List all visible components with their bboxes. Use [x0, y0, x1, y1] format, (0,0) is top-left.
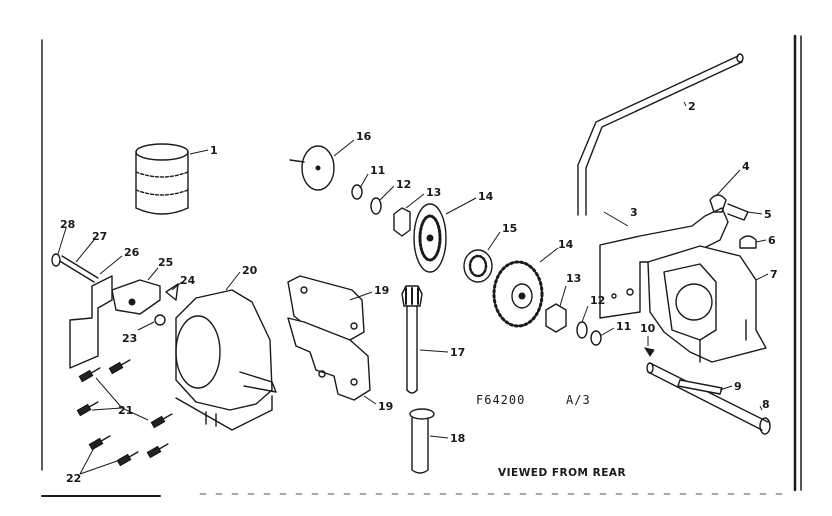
callout-25: 25 — [158, 256, 173, 269]
callout-9: 9 — [734, 380, 742, 393]
callout-27: 27 — [92, 230, 107, 243]
callout-8: 8 — [762, 398, 770, 411]
part-6-knob — [739, 235, 757, 249]
part-7-housing — [647, 245, 767, 363]
callout-22: 22 — [66, 472, 81, 485]
callout-16: 16 — [356, 130, 372, 143]
callout-14-lower: 14 — [558, 238, 574, 251]
part-11-retaining-ring-upper — [351, 184, 363, 200]
part-25-bracket-plate — [111, 279, 161, 315]
callout-15: 15 — [502, 222, 517, 235]
part-21-bolt-group — [76, 359, 173, 429]
callout-19-lower: 19 — [378, 400, 393, 413]
callout-26: 26 — [124, 246, 140, 259]
part-19-gasket-lower — [287, 317, 371, 401]
callout-12-upper: 12 — [396, 178, 411, 191]
part-24-clip — [165, 283, 179, 301]
leader-lines — [57, 101, 769, 475]
part-13-bushing-lower — [545, 303, 567, 333]
part-20-motor — [175, 289, 277, 431]
callout-1: 1 — [210, 144, 218, 157]
part-3-bracket-plate — [599, 207, 729, 319]
part-27-pin — [57, 255, 99, 283]
callout-10: 10 — [640, 322, 656, 335]
callout-4: 4 — [742, 160, 750, 173]
part-14-spur-gear-lower — [492, 260, 544, 328]
part-4-clip — [709, 194, 727, 213]
callout-17: 17 — [450, 346, 465, 359]
callout-3: 3 — [630, 206, 638, 219]
model-code-label: F64200 — [476, 393, 525, 407]
view-note-label: VIEWED FROM REAR — [498, 467, 626, 479]
callout-24: 24 — [180, 274, 196, 287]
part-13-bushing-upper — [393, 207, 411, 237]
callout-12-lower: 12 — [590, 294, 605, 307]
part-10-pin — [643, 347, 655, 357]
part-11-retaining-ring-lower — [590, 330, 602, 346]
part-16-pulley-disc — [289, 145, 335, 191]
callout-23: 23 — [122, 332, 137, 345]
part-15-pinion-gear — [463, 249, 493, 283]
part-23-nut — [154, 314, 166, 326]
callout-28: 28 — [60, 218, 75, 231]
callout-2: 2 — [688, 100, 696, 113]
callout-21: 21 — [118, 404, 133, 417]
part-5-spring-clip — [727, 203, 749, 221]
callout-13-upper: 13 — [426, 186, 441, 199]
callout-6: 6 — [768, 234, 776, 247]
part-1-cylinder — [135, 143, 189, 215]
part-22-bolt-group — [88, 435, 169, 467]
sheet-label: A/3 — [566, 393, 591, 407]
callout-13-lower: 13 — [566, 272, 581, 285]
callout-20: 20 — [242, 264, 258, 277]
callout-14-upper: 14 — [478, 190, 494, 203]
part-12-washer-upper — [370, 197, 382, 215]
part-17-gear-shaft — [401, 285, 423, 394]
callout-11-lower: 11 — [616, 320, 631, 333]
part-14-bevel-gear-upper — [413, 203, 447, 273]
part-12-washer-lower — [576, 321, 588, 339]
part-26-mount-bracket — [69, 275, 113, 369]
callout-11-upper: 11 — [370, 164, 385, 177]
callout-labels: 1 2 3 4 5 6 7 8 9 10 11 11 12 12 13 13 1… — [60, 100, 778, 485]
callout-5: 5 — [764, 208, 772, 221]
callout-19-upper: 19 — [374, 284, 389, 297]
part-18-sleeve — [409, 408, 435, 474]
callout-18: 18 — [450, 432, 465, 445]
callout-7: 7 — [770, 268, 778, 281]
part-8-shaft — [646, 362, 771, 435]
part-2-rod — [577, 53, 744, 216]
part-28-screw — [51, 253, 61, 267]
part-9-key — [677, 379, 723, 395]
